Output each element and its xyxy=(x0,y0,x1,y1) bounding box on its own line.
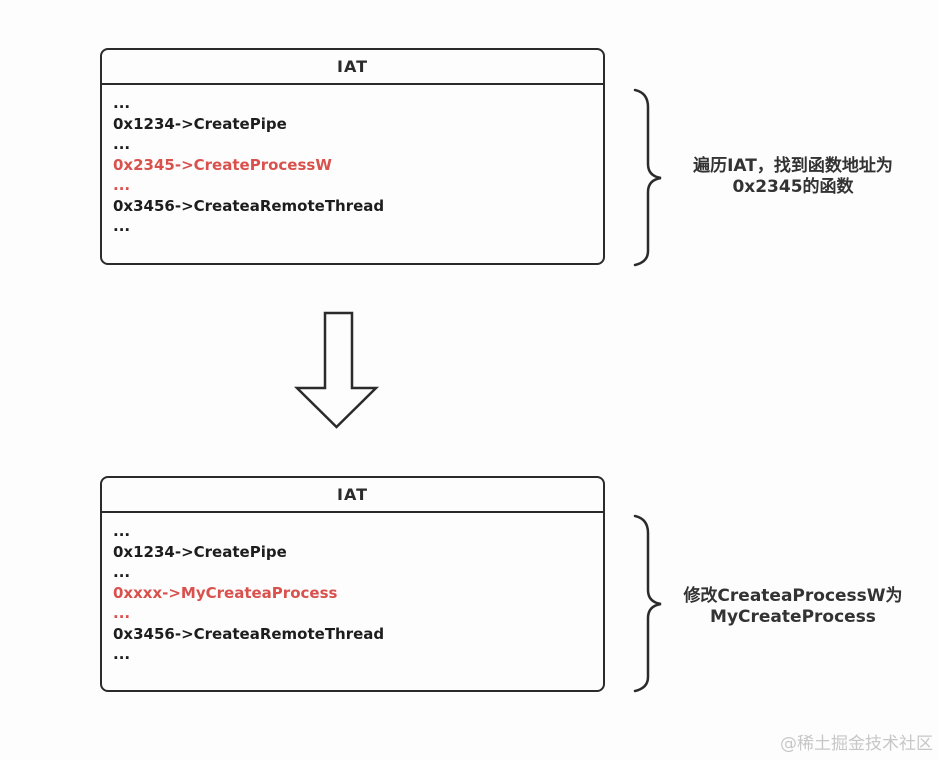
brace-bottom xyxy=(633,514,662,693)
iat-entry-highlighted: ... xyxy=(113,604,131,622)
iat-entry: ... xyxy=(113,217,131,235)
iat-entry: ... xyxy=(113,645,131,663)
annotation-line: 遍历IAT，找到函数地址为 xyxy=(693,156,893,176)
iat-box-before: IAT ... 0x1234->CreatePipe ... 0x2345->C… xyxy=(100,48,605,265)
iat-entry-highlighted: ... xyxy=(113,176,131,194)
iat-entry-highlighted: 0xxxx->MyCreateaProcess xyxy=(113,583,338,602)
iat-box-after: IAT ... 0x1234->CreatePipe ... 0xxxx->My… xyxy=(100,476,605,692)
annotation-traverse-iat: 遍历IAT，找到函数地址为 0x2345的函数 xyxy=(668,156,918,198)
iat-entry: 0x3456->CreateaRemoteThread xyxy=(113,196,385,215)
iat-entry: 0x1234->CreatePipe xyxy=(113,114,287,133)
watermark: @稀土掘金技术社区 xyxy=(780,734,933,754)
iat-body: ... 0x1234->CreatePipe ... 0x2345->Creat… xyxy=(102,85,603,237)
iat-entry: ... xyxy=(113,522,131,540)
down-arrow-icon xyxy=(293,311,380,429)
iat-body: ... 0x1234->CreatePipe ... 0xxxx->MyCrea… xyxy=(102,513,603,665)
iat-entry: ... xyxy=(113,563,131,581)
annotation-line: 修改CreateaProcessW为 xyxy=(683,586,903,606)
iat-title: IAT xyxy=(102,50,603,85)
iat-title: IAT xyxy=(102,478,603,513)
iat-entry: 0x3456->CreateaRemoteThread xyxy=(113,624,385,643)
annotation-modify-function: 修改CreateaProcessW为 MyCreateProcess xyxy=(668,586,918,628)
annotation-line: MyCreateProcess xyxy=(710,607,876,627)
iat-entry-highlighted: 0x2345->CreateProcessW xyxy=(113,155,332,174)
annotation-line: 0x2345的函数 xyxy=(732,177,854,197)
brace-top xyxy=(633,88,662,267)
iat-entry: 0x1234->CreatePipe xyxy=(113,542,287,561)
iat-entry: ... xyxy=(113,94,131,112)
iat-entry: ... xyxy=(113,135,131,153)
